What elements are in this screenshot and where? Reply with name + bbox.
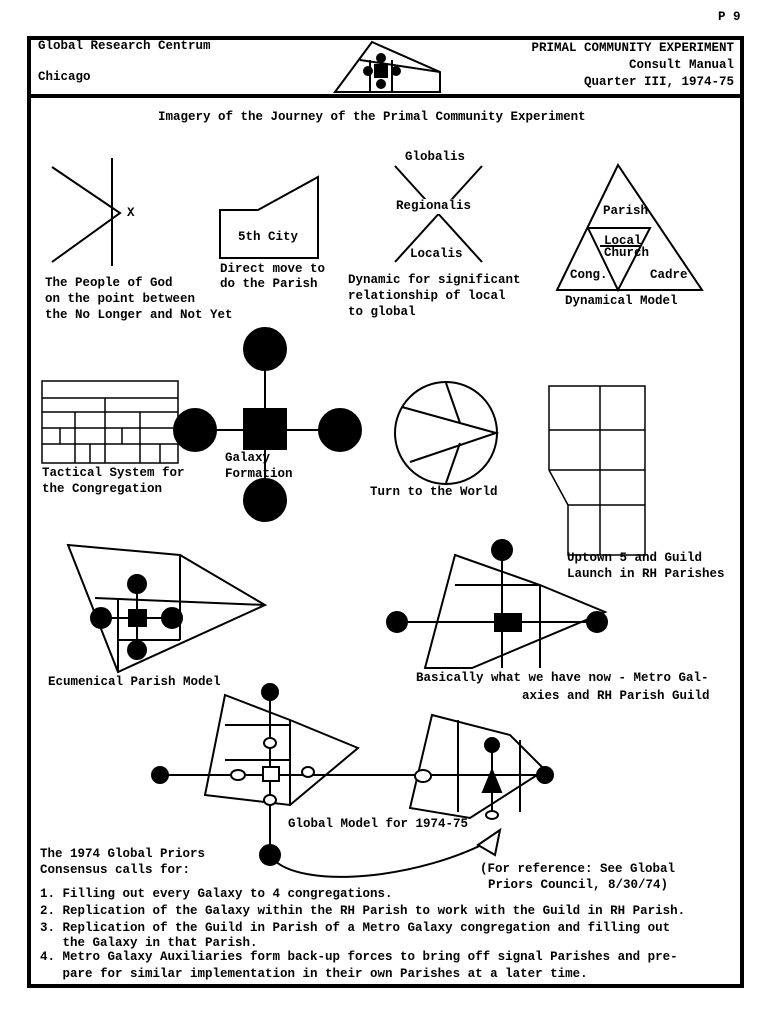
- caption: Dynamical Model: [565, 294, 678, 308]
- people-of-god-diagram: [51, 158, 122, 266]
- global-model-diagram: [151, 683, 554, 878]
- header-logo: [333, 40, 441, 93]
- fifth-city-label: 5th City: [238, 230, 299, 244]
- page-title: Imagery of the Journey of the Primal Com…: [158, 110, 586, 124]
- caption: Galaxy: [225, 451, 271, 465]
- arrow-head: [476, 827, 502, 857]
- reference-note: (For reference: See Global: [480, 862, 676, 876]
- label-cong: Cong.: [570, 268, 608, 282]
- caption: Uptown 5 and Guild: [567, 551, 703, 565]
- label-local: Local: [604, 234, 642, 248]
- caption: axies and RH Parish Guild: [522, 689, 710, 703]
- city: Chicago: [38, 70, 91, 84]
- caption: Basically what we have now - Metro Gal-: [416, 671, 709, 685]
- uptown-diagram: [548, 385, 646, 556]
- x-mark: X: [127, 206, 135, 220]
- dynamic-x-diagram: [394, 165, 483, 263]
- caption: the No Longer and Not Yet: [45, 308, 233, 322]
- fifth-city-shape: [219, 175, 319, 259]
- label-globalis: Globalis: [405, 150, 466, 165]
- dynamical-model-triangle: [555, 163, 704, 293]
- tactical-system-diagram: [41, 380, 179, 464]
- consensus-item: pare for similar implementation in their…: [40, 967, 588, 981]
- consensus-item: 4. Metro Galaxy Auxiliaries form back-up…: [40, 950, 678, 964]
- consensus-item: 3. Replication of the Guild in Parish of…: [40, 921, 671, 935]
- reference-note: Priors Council, 8/30/74): [488, 878, 669, 892]
- galaxy-formation-diagram: [173, 327, 362, 522]
- label-regionalis: Regionalis: [396, 199, 472, 214]
- consensus-intro: Consensus calls for:: [40, 863, 191, 877]
- caption: on the point between: [45, 292, 196, 306]
- turn-to-world-diagram: [394, 381, 500, 485]
- caption: Formation: [225, 467, 293, 481]
- project-name: PRIMAL COMMUNITY EXPERIMENT: [531, 41, 734, 55]
- manual-name: Consult Manual: [628, 58, 734, 72]
- quarter: Quarter III, 1974-75: [583, 75, 734, 89]
- consensus-item: the Galaxy in that Parish.: [40, 936, 258, 950]
- arrow-curve: [271, 837, 496, 878]
- page-frame: [27, 36, 744, 988]
- ecumenical-parish-diagram: [66, 543, 268, 674]
- caption: Dynamic for significant: [348, 273, 521, 287]
- caption: Direct move to: [220, 262, 326, 276]
- page-number: P 9: [718, 10, 741, 24]
- consensus-intro: The 1974 Global Priors: [40, 847, 206, 861]
- caption: The People of God: [45, 276, 173, 290]
- caption: do the Parish: [220, 277, 318, 291]
- label-localis: Localis: [410, 247, 463, 262]
- label-cadre: Cadre: [650, 268, 688, 282]
- caption: Ecumenical Parish Model: [48, 675, 221, 689]
- caption: the Congregation: [42, 482, 163, 496]
- label-church: Church: [604, 246, 650, 260]
- basically-diagram: [386, 539, 608, 669]
- caption: Global Model for 1974-75: [288, 817, 469, 831]
- label-parish: Parish: [603, 204, 649, 218]
- caption: relationship of local: [348, 289, 506, 303]
- org-name: Global Research Centrum: [38, 39, 211, 53]
- caption: to global: [348, 305, 416, 319]
- caption: Tactical System for: [42, 466, 185, 480]
- caption: Turn to the World: [370, 485, 498, 499]
- consensus-item: 2. Replication of the Galaxy within the …: [40, 904, 686, 918]
- consensus-item: 1. Filling out every Galaxy to 4 congreg…: [40, 887, 393, 901]
- caption: Launch in RH Parishes: [567, 567, 725, 581]
